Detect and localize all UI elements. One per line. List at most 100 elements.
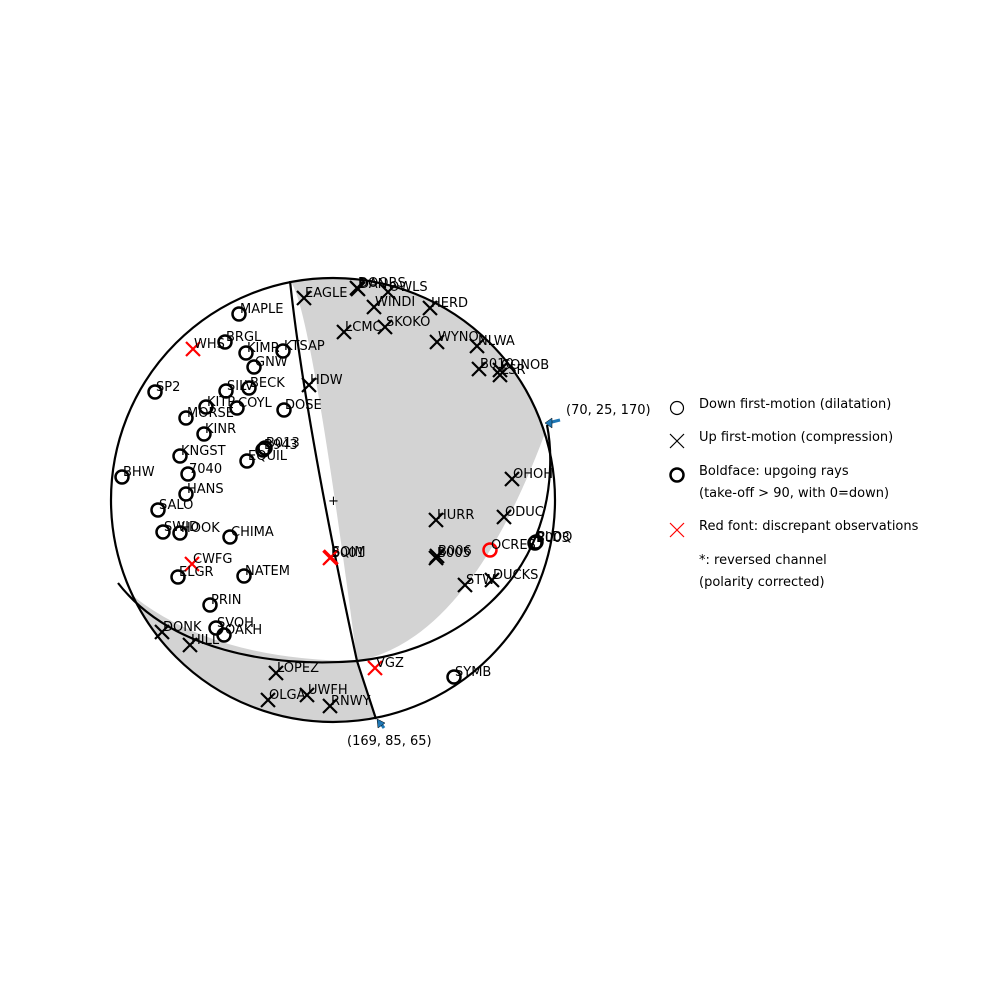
station-dose: DOSE — [276, 398, 322, 418]
station-owls: OWLS — [380, 280, 428, 300]
station-hdw: HDW — [301, 373, 343, 393]
station-label: CWFG — [193, 552, 232, 567]
station-label: HDW — [310, 373, 343, 388]
cross-icon — [296, 290, 312, 306]
station-ktsap: KTSAP — [275, 339, 325, 359]
legend-label: Red font: discrepant observations — [699, 519, 919, 534]
legend-label: Up first-motion (compression) — [699, 430, 893, 445]
station-coyl: COYL — [229, 396, 273, 416]
station-kinr: KINR — [196, 422, 236, 442]
beachball-outline — [109, 276, 557, 724]
station-label: SKOKO — [386, 315, 430, 330]
station-label: SP2 — [156, 380, 180, 395]
station-label: KTSAP — [284, 339, 325, 354]
bold-circle-icon — [178, 486, 194, 502]
station-sp2: SP2 — [147, 380, 180, 400]
station-label: OLGA — [269, 688, 306, 703]
annotation-plane-2: (169, 85, 65) — [347, 718, 432, 749]
cross-icon — [260, 692, 276, 708]
station-ocres: OCRES — [482, 538, 536, 558]
annotation-label: (169, 85, 65) — [347, 734, 432, 749]
station-label: KIMR — [247, 341, 280, 356]
red-cross-icon — [185, 341, 201, 357]
station-vgz: VGZ — [367, 656, 404, 676]
bold-circle-icon — [669, 467, 685, 483]
station-symb: SYMB — [446, 665, 491, 685]
legend-entry-red: Red font: discrepant observations — [669, 519, 919, 538]
station-label: EQUIL — [248, 449, 288, 464]
station-lopez: LOPEZ — [268, 661, 319, 681]
cross-icon — [669, 433, 685, 449]
station-label: VGZ — [376, 656, 404, 671]
station-chima: CHIMA — [222, 525, 274, 545]
station-oduc: ODUC — [496, 505, 544, 525]
legend-label-2: (polarity corrected) — [699, 575, 825, 590]
station-label: B003 — [536, 531, 570, 546]
cross-icon — [336, 324, 352, 340]
station-label: BHW — [123, 465, 155, 480]
cross-icon — [301, 377, 317, 393]
station-rnwy: RNWY — [322, 694, 371, 714]
station-windi: WINDI — [366, 295, 415, 315]
bold-circle-icon — [246, 359, 262, 375]
station-beck: BECK — [241, 376, 285, 396]
cross-icon — [350, 281, 366, 297]
station-label: RNWY — [331, 694, 371, 709]
station-oakh: OAKH — [216, 623, 262, 643]
station-label: B006 — [438, 544, 472, 559]
station-wyno: WYNO — [429, 330, 479, 350]
station-label: ODUC — [505, 505, 544, 520]
station-brgl: BRGL — [217, 330, 262, 350]
bold-circle-icon — [275, 343, 291, 359]
station-label: CONOB — [501, 358, 549, 373]
legend-label: Boldface: upgoing rays — [699, 464, 849, 479]
station-elgr: ELGR — [170, 565, 214, 585]
station-label: HERD — [431, 296, 468, 311]
bold-circle-icon — [257, 440, 273, 456]
legend-entry-down: Down first-motion (dilatation) — [669, 397, 891, 416]
station-label: GNW — [255, 355, 288, 370]
cross-icon — [492, 367, 508, 383]
station-label: HURR — [437, 508, 474, 523]
bold-circle-icon — [150, 502, 166, 518]
station-label: MAPLE — [240, 302, 283, 317]
station-maple: MAPLE — [231, 302, 283, 322]
station-label: BECK — [250, 376, 285, 391]
red-cross-icon — [323, 549, 339, 565]
station-olga: OLGA — [260, 688, 306, 708]
station-label: B005 — [437, 546, 471, 561]
cross-icon — [496, 509, 512, 525]
station-label: DONK — [163, 620, 202, 635]
cross-icon — [484, 572, 500, 588]
bold-circle-icon — [231, 306, 247, 322]
bold-circle-icon — [446, 669, 462, 685]
bold-circle-icon — [255, 442, 271, 458]
station-label: PRIN — [211, 593, 241, 608]
cross-icon — [380, 284, 396, 300]
station-label: WINDI — [375, 295, 415, 310]
station-label: OAKH — [225, 623, 262, 638]
station-kngst: KNGST — [172, 444, 226, 464]
station-cwfg: CWFG — [184, 552, 232, 572]
cross-icon — [471, 361, 487, 377]
station-label: HILL — [191, 633, 220, 648]
bold-circle-icon — [218, 383, 234, 399]
bold-circle-icon — [276, 402, 292, 418]
bold-circle-icon — [202, 597, 218, 613]
station-label: B013 — [266, 436, 300, 451]
station-label: UWFH — [308, 683, 348, 698]
cross-icon — [322, 698, 338, 714]
cross-icon — [377, 319, 393, 335]
bold-circle-icon — [172, 525, 188, 541]
station-label: CHIMA — [231, 525, 274, 540]
station-kitp: KITP — [198, 395, 235, 415]
cross-icon — [429, 334, 445, 350]
bold-circle-icon — [222, 529, 238, 545]
bold-circle-icon — [217, 334, 233, 350]
station-label: LOPEZ — [277, 661, 319, 676]
bold-circle-icon — [147, 384, 163, 400]
station-ohoh: OHOH — [504, 467, 553, 487]
station-conob: CONOB — [492, 358, 549, 378]
bold-circle-icon — [229, 400, 245, 416]
